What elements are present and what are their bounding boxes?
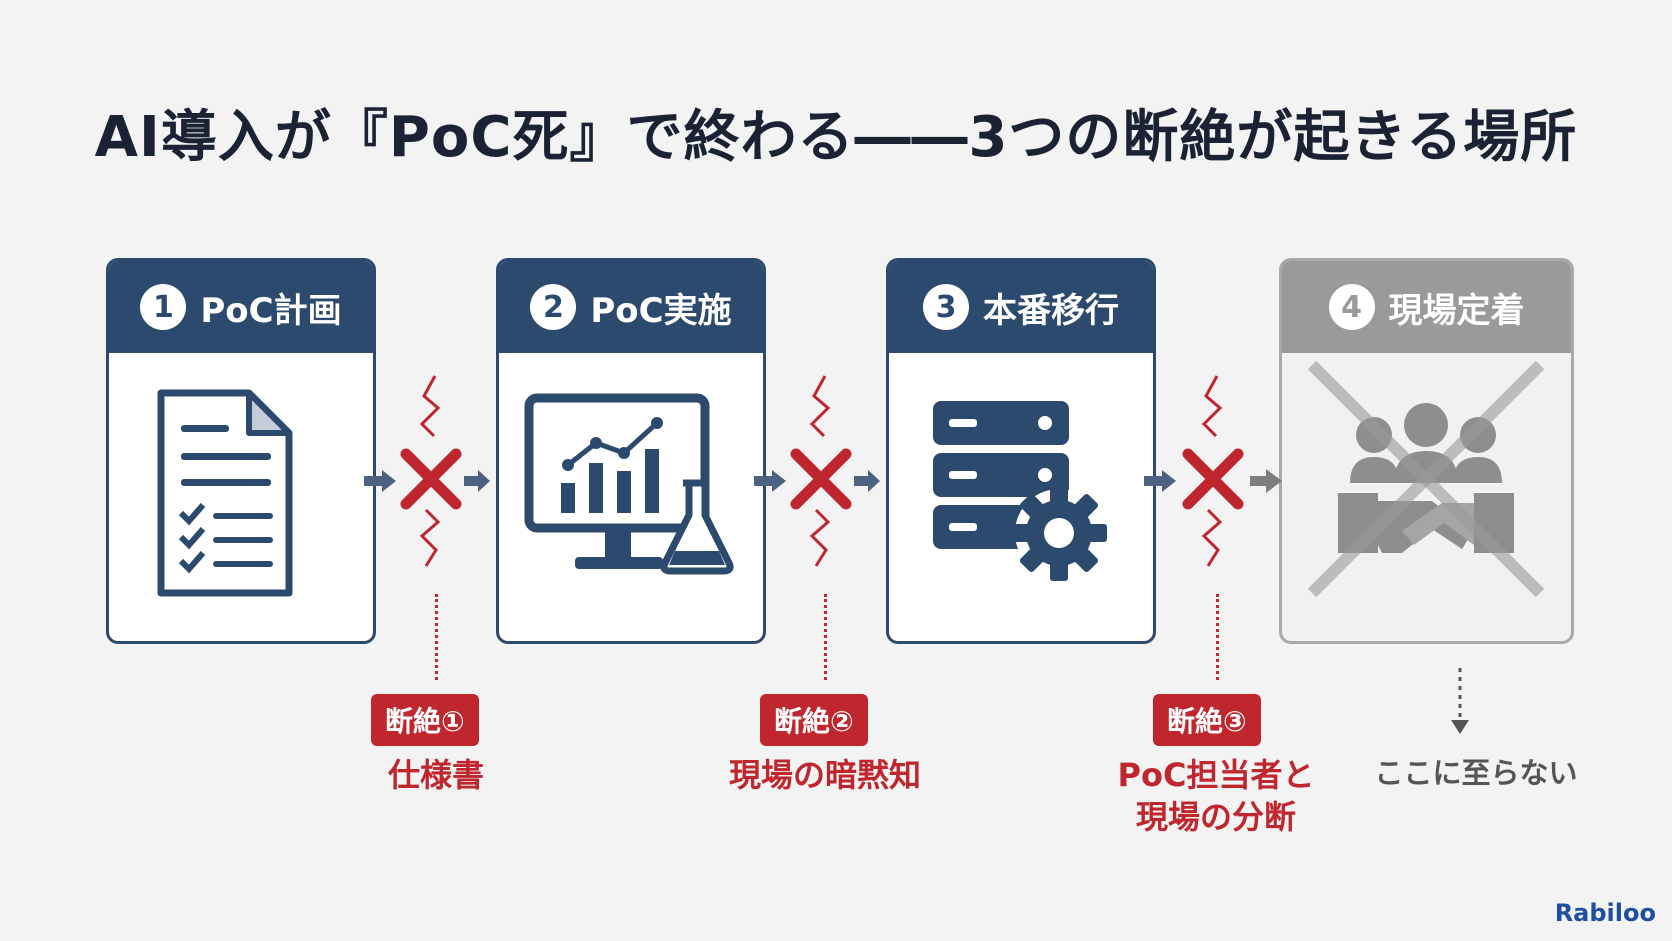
step-number: 4 xyxy=(1328,284,1375,330)
step-number: 3 xyxy=(923,284,969,330)
step-header: 1 PoC計画 xyxy=(109,261,373,353)
team-handshake-icon xyxy=(1307,360,1545,598)
step-card-poc-run: 2 PoC実施 xyxy=(496,258,766,644)
document-checklist-icon xyxy=(157,389,293,597)
break-marker-3 xyxy=(1144,375,1282,567)
server-gear-icon xyxy=(933,401,1107,581)
final-caption: ここに至らない xyxy=(1374,756,1578,790)
step-label: 本番移行 xyxy=(983,290,1119,331)
brand-logo: Rabiloo xyxy=(1554,899,1656,927)
break-caption-2: 現場の暗黙知 xyxy=(705,754,945,796)
page-title: AI導入が『PoC死』で終わる――3つの断絶が起きる場所 xyxy=(94,105,1578,170)
step-label: PoC計画 xyxy=(200,290,342,331)
break-marker-1 xyxy=(364,375,490,567)
step-label: PoC実施 xyxy=(590,290,732,331)
step-header: 3 本番移行 xyxy=(889,261,1153,353)
step-card-production: 3 本番移行 xyxy=(886,258,1156,644)
down-arrow-icon xyxy=(1451,668,1469,734)
caption-line: PoC担当者と xyxy=(1117,756,1315,794)
break-caption-3: PoC担当者と 現場の分断 xyxy=(1096,754,1336,838)
break-connector-1 xyxy=(435,594,438,680)
caption-line: 現場の分断 xyxy=(1135,798,1296,836)
step-card-poc-plan: 1 PoC計画 xyxy=(106,258,376,644)
caption-line: 仕様書 xyxy=(387,756,484,794)
step-header: 2 PoC実施 xyxy=(499,261,763,353)
break-badge-1: 断絶① xyxy=(371,694,479,746)
monitor-chart-flask-icon xyxy=(524,393,734,575)
break-connector-3 xyxy=(1216,594,1219,680)
break-connector-2 xyxy=(824,594,827,680)
step-number: 1 xyxy=(140,284,187,330)
break-marker-2 xyxy=(754,375,880,567)
step-label: 現場定着 xyxy=(1388,290,1525,331)
break-caption-1: 仕様書 xyxy=(336,754,536,796)
break-badge-3: 断絶③ xyxy=(1153,694,1261,746)
step-header: 4 現場定着 xyxy=(1282,261,1571,353)
step-number: 2 xyxy=(530,284,577,330)
break-badge-2: 断絶② xyxy=(760,694,868,746)
step-card-adoption: 4 現場定着 xyxy=(1279,258,1574,644)
caption-line: 現場の暗黙知 xyxy=(728,756,921,794)
